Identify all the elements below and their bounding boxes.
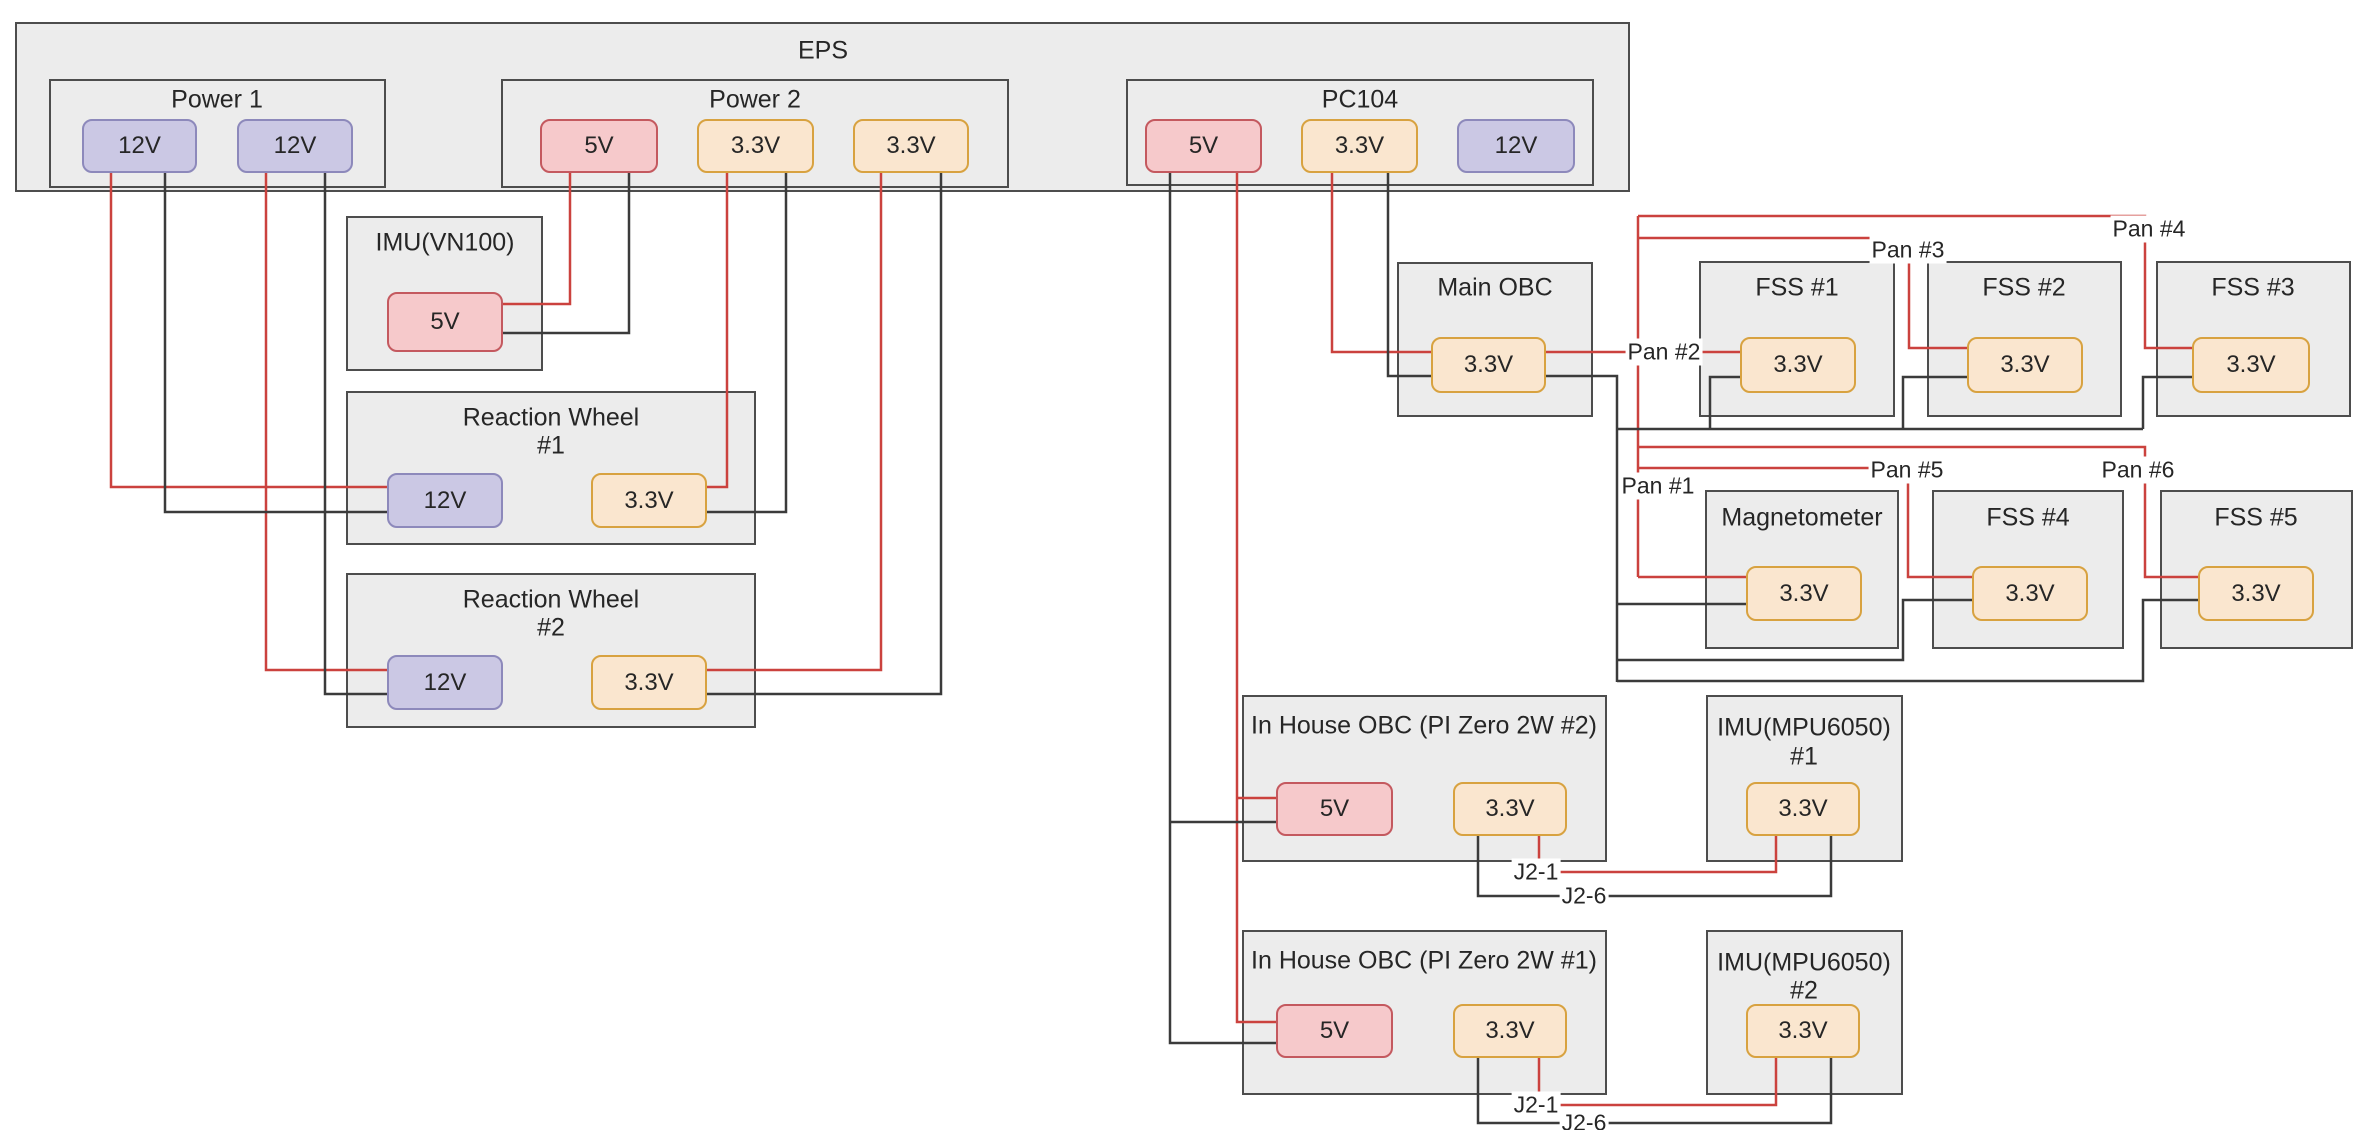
group-power2-title: Power 2 bbox=[709, 85, 801, 114]
wire-label-pan1: Pan #1 bbox=[1619, 472, 1697, 500]
chip-fss2-3v3: 3.3V bbox=[1967, 337, 2083, 393]
wire-label-pan2: Pan #2 bbox=[1625, 338, 1703, 366]
group-fss4-title: FSS #4 bbox=[1986, 503, 2070, 532]
group-fss5-title: FSS #5 bbox=[2214, 503, 2298, 532]
group-rw2-subtitle: #2 bbox=[537, 613, 565, 642]
chip-rw1-12v: 12V bbox=[387, 473, 503, 528]
chip-power2-5v: 5V bbox=[540, 119, 658, 173]
group-main-obc-title: Main OBC bbox=[1437, 273, 1553, 302]
group-imu2-title: IMU(MPU6050) bbox=[1717, 948, 1891, 977]
wire-red-pc104-5v-spine bbox=[1235, 173, 1278, 1024]
group-fss3-title: FSS #3 bbox=[2211, 273, 2295, 302]
group-rw1-subtitle: #1 bbox=[537, 431, 565, 460]
chip-imu-vn100-5v: 5V bbox=[387, 292, 503, 352]
chip-pc104-12v: 12V bbox=[1457, 119, 1575, 173]
group-imu-vn100-title: IMU(VN100) bbox=[375, 228, 515, 257]
chip-imu1-3v3: 3.3V bbox=[1746, 782, 1860, 836]
wire-black-pc104-3v3-ground-spine bbox=[1386, 173, 1619, 682]
wire-label-j2-1-top: J2-1 bbox=[1511, 858, 1561, 886]
chip-obc2-5v: 5V bbox=[1276, 782, 1393, 836]
group-pc104-title: PC104 bbox=[1321, 85, 1399, 114]
wire-label-j2-6-bottom: J2-6 bbox=[1559, 1109, 1609, 1130]
group-imu1-title: IMU(MPU6050) bbox=[1717, 713, 1891, 742]
chip-power2-3v3-2: 3.3V bbox=[853, 119, 969, 173]
group-in-house-obc-1-title: In House OBC (PI Zero 2W #1) bbox=[1251, 946, 1597, 975]
chip-pc104-5v: 5V bbox=[1145, 119, 1262, 173]
chip-main-obc-3v3: 3.3V bbox=[1431, 337, 1546, 393]
chip-rw2-3v3: 3.3V bbox=[591, 655, 707, 710]
group-rw1-title: Reaction Wheel bbox=[462, 403, 640, 432]
wire-label-pan3: Pan #3 bbox=[1869, 236, 1947, 264]
chip-fss5-3v3: 3.3V bbox=[2198, 566, 2314, 621]
chip-imu2-3v3: 3.3V bbox=[1746, 1004, 1860, 1058]
chip-fss3-3v3: 3.3V bbox=[2192, 337, 2310, 393]
chip-fss1-3v3: 3.3V bbox=[1740, 337, 1856, 393]
group-imu2-subtitle: #2 bbox=[1790, 976, 1818, 1005]
wire-label-pan4: Pan #4 bbox=[2110, 215, 2188, 243]
group-magnetometer-title: Magnetometer bbox=[1721, 503, 1883, 532]
chip-power2-3v3-1: 3.3V bbox=[697, 119, 814, 173]
wire-label-pan6: Pan #6 bbox=[2099, 456, 2177, 484]
chip-power1-12v-1: 12V bbox=[82, 119, 197, 173]
wire-label-pan5: Pan #5 bbox=[1868, 456, 1946, 484]
group-in-house-obc-2-title: In House OBC (PI Zero 2W #2) bbox=[1251, 711, 1597, 740]
chip-obc1-5v: 5V bbox=[1276, 1004, 1393, 1058]
group-fss2-title: FSS #2 bbox=[1982, 273, 2066, 302]
group-eps-title: EPS bbox=[797, 36, 849, 65]
chip-rw1-3v3: 3.3V bbox=[591, 473, 707, 528]
wire-label-j2-1-bottom: J2-1 bbox=[1511, 1091, 1561, 1119]
chip-obc2-3v3: 3.3V bbox=[1453, 782, 1567, 836]
chip-obc1-3v3: 3.3V bbox=[1453, 1004, 1567, 1058]
wire-label-j2-6-top: J2-6 bbox=[1559, 882, 1609, 910]
chip-pc104-3v3: 3.3V bbox=[1301, 119, 1418, 173]
chip-power1-12v-2: 12V bbox=[237, 119, 353, 173]
chip-fss4-3v3: 3.3V bbox=[1972, 566, 2088, 621]
group-imu1-subtitle: #1 bbox=[1790, 742, 1818, 771]
chip-rw2-12v: 12V bbox=[387, 655, 503, 710]
group-rw2-title: Reaction Wheel bbox=[462, 585, 640, 614]
wire-black-pc104-5v-spine bbox=[1168, 173, 1278, 1045]
group-power1-title: Power 1 bbox=[171, 85, 263, 114]
group-fss1-title: FSS #1 bbox=[1755, 273, 1839, 302]
chip-magnetometer-3v3: 3.3V bbox=[1746, 566, 1862, 621]
